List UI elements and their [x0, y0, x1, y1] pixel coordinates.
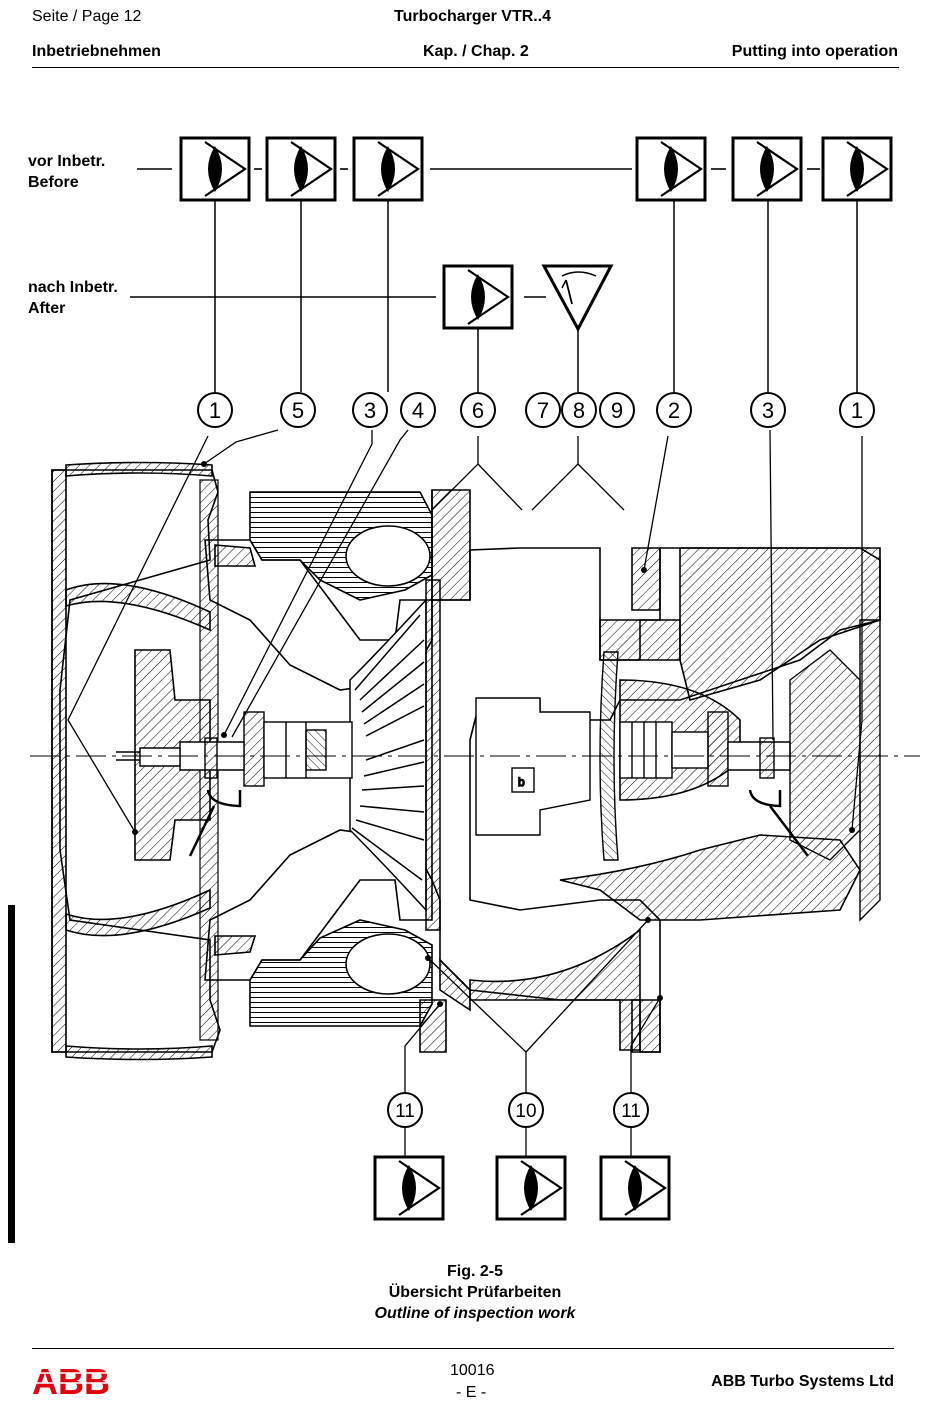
svg-text:b: b [518, 775, 525, 789]
after-label-en: After [28, 300, 66, 317]
eye-icon [352, 136, 424, 202]
callout-3: 3 [364, 398, 376, 423]
eye-icon [179, 136, 251, 202]
callout-11-right: 11 [621, 1101, 641, 1122]
callout-3-right: 3 [762, 398, 774, 423]
eye-icon [442, 264, 514, 330]
bottom-callout-leaders [404, 919, 661, 1156]
callout-9: 9 [611, 398, 623, 423]
callout-11-left: 11 [395, 1101, 415, 1122]
before-label-en: Before [28, 174, 79, 191]
callout-2: 2 [668, 398, 680, 423]
callout-10: 10 [515, 1101, 536, 1122]
callout-numbers-bottom [387, 1092, 649, 1128]
company-name: ABB Turbo Systems Ltd [711, 1373, 894, 1390]
callout-8: 8 [573, 398, 585, 423]
callout-6: 6 [472, 398, 484, 423]
callout-1-right: 1 [851, 398, 863, 423]
callout-numbers-top [197, 392, 875, 428]
callout-1: 1 [209, 398, 221, 423]
chapter-label: Kap. / Chap. 2 [423, 43, 529, 60]
abb-logo: ABB [32, 1361, 110, 1403]
gauge-triangle-icon [541, 264, 614, 333]
compressor-wheel [349, 579, 441, 931]
figure-title-en: Outline of inspection work [374, 1305, 576, 1322]
figure-title-de: Übersicht Prüfarbeiten [388, 1284, 562, 1301]
document-number: 10016 [450, 1362, 495, 1379]
eye-icon [265, 136, 337, 202]
eye-icon [731, 136, 803, 202]
before-label-de: vor Inbetr. [28, 153, 106, 170]
section-title-de: Inbetriebnehmen [32, 43, 161, 60]
before-row-connectors [130, 168, 820, 298]
symbol-leaders [214, 200, 858, 392]
revision-bar [8, 905, 15, 1243]
footer-rule [32, 1348, 894, 1349]
turbine-side: b [475, 619, 881, 922]
page-number: Seite / Page 12 [32, 8, 142, 25]
callout-5: 5 [292, 398, 304, 423]
eye-icon [635, 136, 707, 202]
document-title: Turbocharger VTR..4 [394, 8, 552, 25]
before-label: vor Inbetr. Before [28, 151, 105, 193]
after-label: nach Inbetr. After [28, 277, 118, 319]
compressor-volute [204, 491, 433, 1027]
figure-number: Fig. 2-5 [446, 1263, 503, 1280]
eye-icon [821, 136, 893, 202]
header-rule [32, 67, 899, 68]
rotor-shaft-left [116, 711, 353, 857]
after-label-de: nach Inbetr. [28, 279, 118, 296]
language-code: - E - [456, 1384, 487, 1401]
eye-icon [373, 1155, 445, 1221]
logo-text: ABB [32, 1362, 110, 1398]
section-title-en: Putting into operation [731, 43, 898, 60]
callout-4: 4 [412, 398, 424, 423]
eye-icon [599, 1155, 671, 1221]
callout-7: 7 [537, 398, 549, 423]
eye-icon [495, 1155, 567, 1221]
